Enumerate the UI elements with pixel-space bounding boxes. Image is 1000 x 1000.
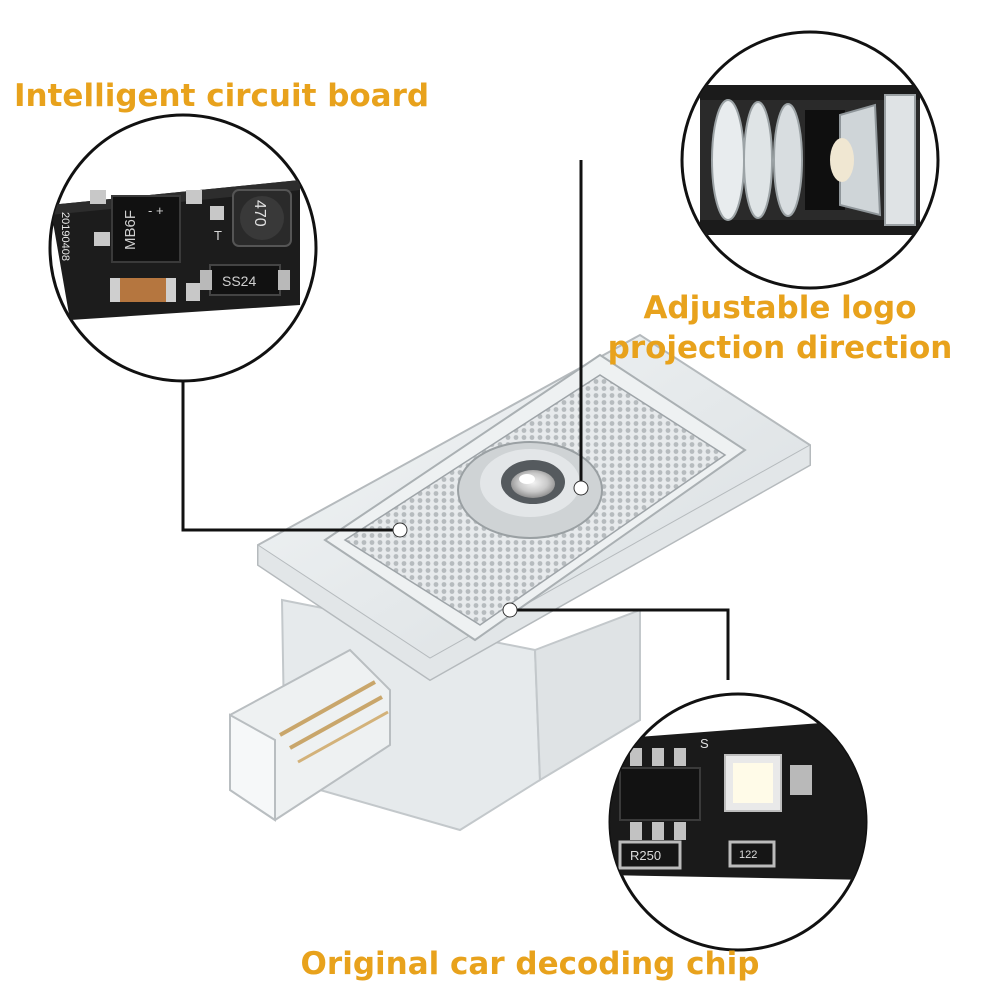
rectifier-chip: [111, 195, 181, 263]
capacitor: [118, 278, 168, 302]
decoder-ic: [619, 767, 701, 821]
board-edge-code: 20190408: [59, 212, 71, 261]
label-decoding-chip: Original car decoding chip: [300, 946, 760, 982]
resistor-marking: R250: [630, 848, 661, 863]
projection-lens: [457, 441, 603, 539]
chip-edge-mark: S: [700, 736, 709, 751]
diode-marking: SS24: [222, 273, 256, 289]
lens-module-inset: [680, 30, 940, 290]
callout-dot-lens: [573, 480, 589, 496]
connector-plug: [229, 648, 391, 822]
rectifier-marking: MB6F: [122, 210, 139, 250]
resistor: [618, 840, 682, 870]
lens-element: [711, 99, 745, 221]
circuit-board-inset: T MB6F - + 470 SS24 20190408: [48, 113, 318, 383]
label-circuit-board: Intelligent circuit board: [14, 78, 430, 114]
callout-dot-board: [392, 522, 408, 538]
callout-lines: [181, 160, 730, 680]
label-logo-projection: Adjustable logo projection direction: [607, 290, 953, 366]
board-pad-mark: T: [214, 228, 222, 243]
decoding-chip-inset: R250 122 S: [608, 692, 868, 952]
callout-dot-chip: [502, 602, 518, 618]
inductor-marking: 470: [251, 200, 268, 227]
rectifier-sign: - +: [148, 203, 164, 218]
door-light-housing: [229, 333, 811, 832]
lens-element: [773, 103, 803, 217]
lens-element: [743, 101, 773, 219]
chip-code: 122: [739, 849, 757, 861]
